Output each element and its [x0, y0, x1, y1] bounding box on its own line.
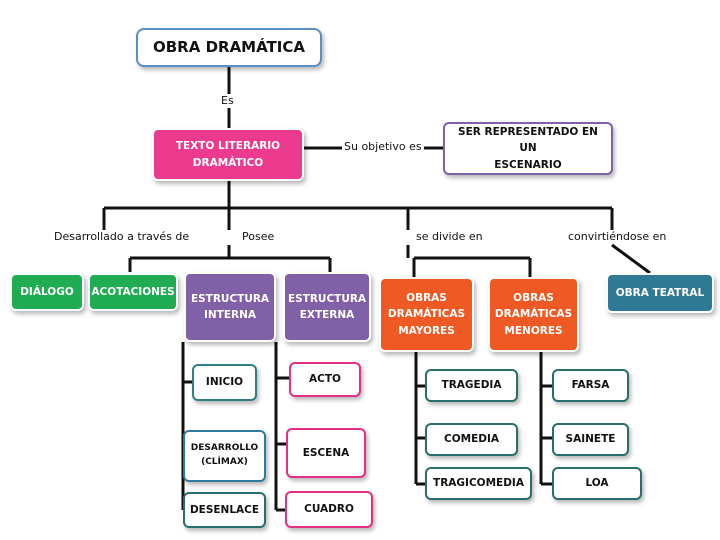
node-loa: LOA	[552, 467, 642, 500]
node-obra-teatral: OBRA TEATRAL	[606, 273, 714, 313]
node-tragicomedia: TRAGICOMEDIA	[425, 467, 532, 500]
label-convirtiendose: convirtiéndose en	[566, 230, 669, 244]
node-sainete: SAINETE	[552, 423, 629, 456]
node-estructura-externa: ESTRUCTURA EXTERNA	[283, 272, 371, 342]
node-inicio: INICIO	[192, 364, 257, 401]
node-estructura-interna: ESTRUCTURA INTERNA	[184, 272, 276, 342]
node-farsa: FARSA	[552, 369, 629, 402]
node-desenlace: DESENLACE	[183, 492, 266, 528]
node-cuadro: CUADRO	[285, 491, 373, 528]
node-comedia: COMEDIA	[425, 423, 518, 456]
node-acotaciones: ACOTACIONES	[88, 273, 178, 311]
node-ser-representado: SER REPRESENTADO EN UN ESCENARIO	[443, 122, 613, 175]
node-obras-menores: OBRAS DRAMÁTICAS MENORES	[488, 277, 579, 352]
label-desarrollado: Desarrollado a través de	[52, 230, 192, 244]
node-obras-mayores: OBRAS DRAMÁTICAS MAYORES	[379, 277, 474, 352]
label-divide: se divide en	[414, 230, 485, 244]
label-posee: Posee	[240, 230, 277, 244]
label-objetivo: Su objetivo es	[342, 140, 424, 154]
node-dialogo: DIÁLOGO	[10, 273, 84, 311]
node-obra-dramatica: OBRA DRAMÁTICA	[136, 28, 322, 67]
node-texto-literario: TEXTO LITERARIO DRAMÁTICO	[152, 128, 304, 181]
node-acto: ACTO	[289, 362, 361, 397]
node-escena: ESCENA	[286, 428, 366, 478]
node-desarrollo: DESARROLLO (CLÍMAX)	[183, 430, 266, 482]
node-tragedia: TRAGEDIA	[425, 369, 518, 402]
label-es: Es	[219, 94, 236, 108]
